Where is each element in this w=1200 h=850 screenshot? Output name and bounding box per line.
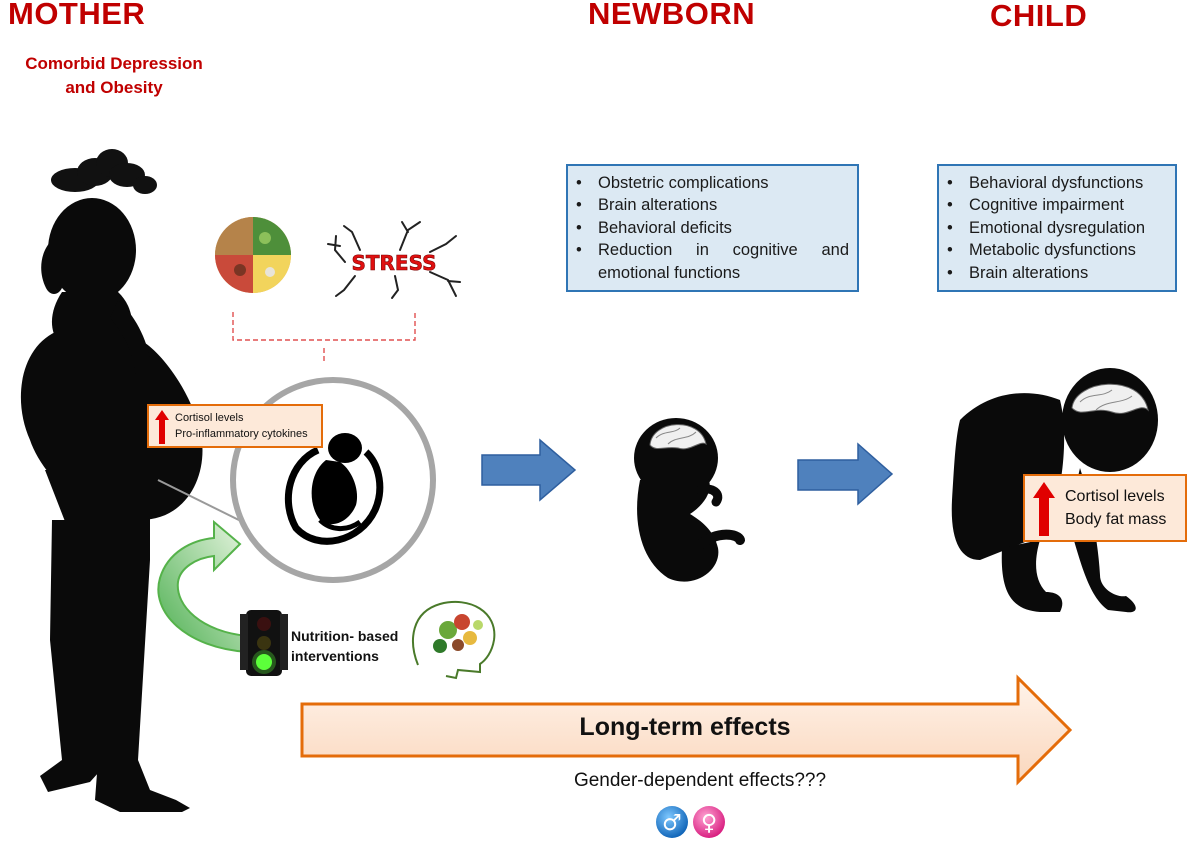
intervention-line2: interventions bbox=[291, 648, 379, 664]
male-symbol-glyph: ♂ bbox=[662, 811, 682, 836]
mother-subtitle-line2: and Obesity bbox=[65, 78, 163, 97]
child-effect-item: Emotional dysregulation bbox=[947, 217, 1167, 240]
dashed-bracket bbox=[232, 312, 416, 364]
intervention-label: Nutrition- based interventions bbox=[291, 626, 398, 666]
up-arrow-icon bbox=[1033, 482, 1055, 536]
pregnant-mother-silhouette bbox=[20, 198, 203, 812]
long-term-arrow bbox=[300, 674, 1073, 786]
child-effect-item: Cognitive impairment bbox=[947, 194, 1167, 217]
newborn-effect-item: Reduction in cognitive and bbox=[576, 239, 849, 262]
child-title: CHILD bbox=[990, 0, 1088, 33]
child-effect-item: Metabolic dysfunctions bbox=[947, 239, 1167, 262]
head-food-icon bbox=[412, 600, 496, 680]
gender-question: Gender-dependent effects??? bbox=[573, 770, 827, 791]
mother-subtitle: Comorbid Depression and Obesity bbox=[0, 52, 228, 100]
mother-marker-box: Cortisol levels Pro-inflammatory cytokin… bbox=[147, 404, 323, 448]
traffic-light-icon bbox=[240, 610, 288, 676]
mother-title: MOTHER bbox=[8, 0, 146, 31]
green-curved-arrow bbox=[157, 519, 249, 654]
up-arrow-icon bbox=[155, 410, 169, 444]
child-effect-item: Brain alterations bbox=[947, 262, 1167, 285]
child-marker-bodyfat: Body fat mass bbox=[1065, 511, 1167, 528]
newborn-effect-item: Obstetric complications bbox=[576, 172, 849, 195]
intervention-line1: Nutrition- based bbox=[291, 628, 399, 644]
arrow-newborn-to-child bbox=[797, 442, 894, 506]
female-symbol-icon bbox=[693, 806, 725, 838]
newborn-effect-item: Behavioral deficits bbox=[576, 217, 849, 240]
child-effect-item: Behavioral dysfunctions bbox=[947, 172, 1167, 195]
long-term-label: Long-term effects bbox=[579, 713, 791, 741]
newborn-title: NEWBORN bbox=[588, 0, 756, 31]
cloud-icon bbox=[51, 149, 157, 194]
mother-marker-cytokines: Pro-inflammatory cytokines bbox=[175, 428, 308, 440]
mother-subtitle-line1: Comorbid Depression bbox=[25, 54, 203, 73]
child-effects-box: Behavioral dysfunctions Cognitive impair… bbox=[937, 164, 1177, 292]
fetus-icon bbox=[284, 433, 384, 545]
child-marker-cortisol: Cortisol levels bbox=[1065, 488, 1165, 505]
mother-marker-cortisol: Cortisol levels bbox=[175, 412, 244, 424]
stress-crack-icon bbox=[327, 221, 461, 299]
food-plate-icon bbox=[215, 217, 291, 293]
arrow-mother-to-newborn bbox=[481, 438, 577, 502]
child-marker-box: Cortisol levels Body fat mass bbox=[1023, 474, 1187, 542]
female-symbol-glyph: ♀ bbox=[701, 811, 717, 836]
male-symbol-icon bbox=[656, 806, 688, 838]
newborn-effect-item: Brain alterations bbox=[576, 194, 849, 217]
newborn-effect-item-continued: emotional functions bbox=[598, 263, 741, 282]
stress-label: STRESS bbox=[351, 251, 436, 275]
newborn-effects-box: Obstetric complications Brain alteration… bbox=[566, 164, 859, 292]
newborn-silhouette bbox=[634, 418, 745, 582]
